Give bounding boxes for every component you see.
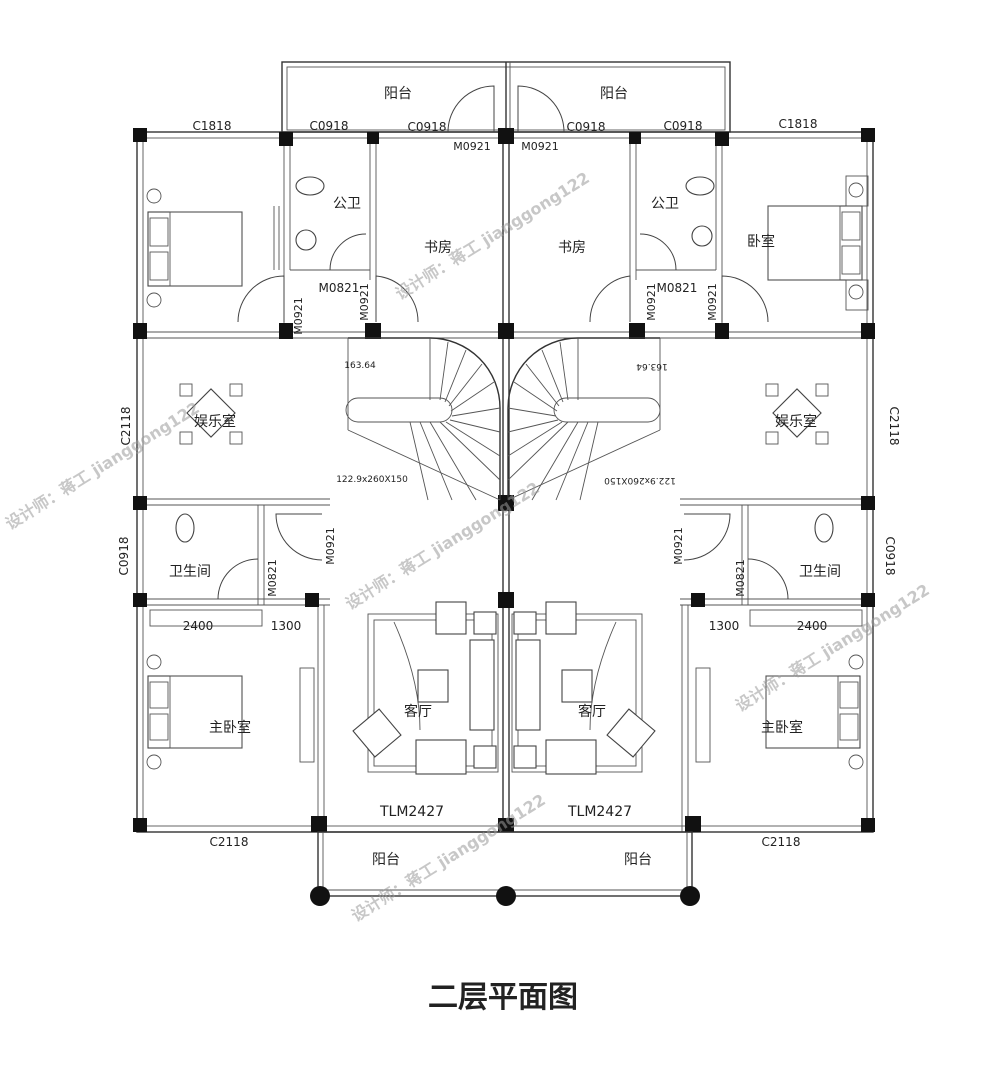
doors [217,85,789,600]
door-label-m0921-top-right: M0921 [521,140,559,153]
game-table-left [179,383,243,445]
window-label-c0918-right-side: C0918 [883,537,897,576]
door-label-tlm2427-left: TLM2427 [379,804,444,820]
room-label-balcony-bottom-left: 阳台 [372,852,400,868]
door-label-m0821-mid-left: M0821 [266,559,279,597]
door-label-m0921-left-a: M0921 [292,297,305,335]
room-label-bathroom-left: 卫生间 [169,564,211,580]
room-label-master-left: 主卧室 [209,719,251,736]
window-label-c0918-tr2: C0918 [664,119,703,133]
window-label-c2118-bottom-right: C2118 [762,835,801,849]
door-label-m0921-mid-left: M0921 [324,527,337,565]
bed-top-right [767,175,869,311]
window-label-c0918-tr1: C0918 [567,120,606,134]
window-label-c2118-left: C2118 [119,407,133,446]
room-label-study-right: 书房 [558,240,586,256]
living-set-left [352,601,499,775]
room-label-bathroom-right: 卫生间 [799,564,841,580]
door-label-m0921-right-b: M0921 [706,283,719,321]
door-label-m0921-right-a: M0921 [645,283,658,321]
room-label-entertainment-left: 娱乐室 [194,413,236,430]
door-label-m0821-right: M0821 [657,281,698,295]
room-label-balcony-top-right: 阳台 [600,86,628,102]
window-label-c1818-right: C1818 [779,117,818,131]
dimension-2400-left: 2400 [183,619,214,633]
bed-top-left [146,188,280,308]
room-label-toilet-left: 公卫 [333,196,361,212]
bed-master-right [695,654,864,770]
watermark-3: 设计师：蒋工 jianggong122 [392,168,593,303]
stair-label-right-bottom: 122.9x260X150 [604,475,676,485]
room-label-balcony-bottom-right: 阳台 [624,852,652,868]
room-label-toilet-right: 公卫 [651,196,679,212]
toilet-fixtures [175,176,834,543]
room-label-living-right: 客厅 [578,703,606,720]
room-label-entertainment-right: 娱乐室 [775,413,817,430]
columns [133,128,875,832]
window-label-c2118-bottom-left: C2118 [210,835,249,849]
wardrobes [149,609,863,627]
stair-label-right-top: 163.64 [636,361,668,371]
window-label-c2118-right: C2118 [887,407,901,446]
door-label-m0821-left: M0821 [319,281,360,295]
bed-master-left [146,654,315,770]
room-label-balcony-top-left: 阳台 [384,86,412,102]
dimension-1300-left: 1300 [271,619,302,633]
door-label-m0921-mid-right: M0921 [672,527,685,565]
bottom-balcony-frame [310,831,700,906]
window-label-c0918-tl1: C0918 [310,119,349,133]
window-label-c0918-tl2: C0918 [408,120,447,134]
window-label-c0918-left-side: C0918 [117,537,131,576]
window-label-c1818-left: C1818 [193,119,232,133]
stair-left [345,337,501,501]
door-label-tlm2427-right: TLM2427 [567,804,632,820]
door-label-m0921-top-left: M0921 [453,140,491,153]
room-label-study-left: 书房 [424,240,452,256]
room-label-living-left: 客厅 [404,703,432,720]
plan-title: 二层平面图 [428,980,578,1015]
room-label-bedroom-right: 卧室 [747,233,775,250]
door-label-m0821-mid-right: M0821 [734,559,747,597]
living-set-right [511,601,656,775]
room-label-master-right: 主卧室 [761,719,803,736]
watermark-1: 设计师：蒋工 jianggong122 [2,398,203,533]
game-table-right [765,383,829,445]
dimension-2400-right: 2400 [797,619,828,633]
stair-label-left-top: 163.64 [344,361,376,371]
stair-label-left-bottom: 122.9x260X150 [336,475,408,485]
dimension-1300-right: 1300 [709,619,740,633]
door-label-m0921-left-b: M0921 [358,283,371,321]
stair-right [507,337,661,501]
